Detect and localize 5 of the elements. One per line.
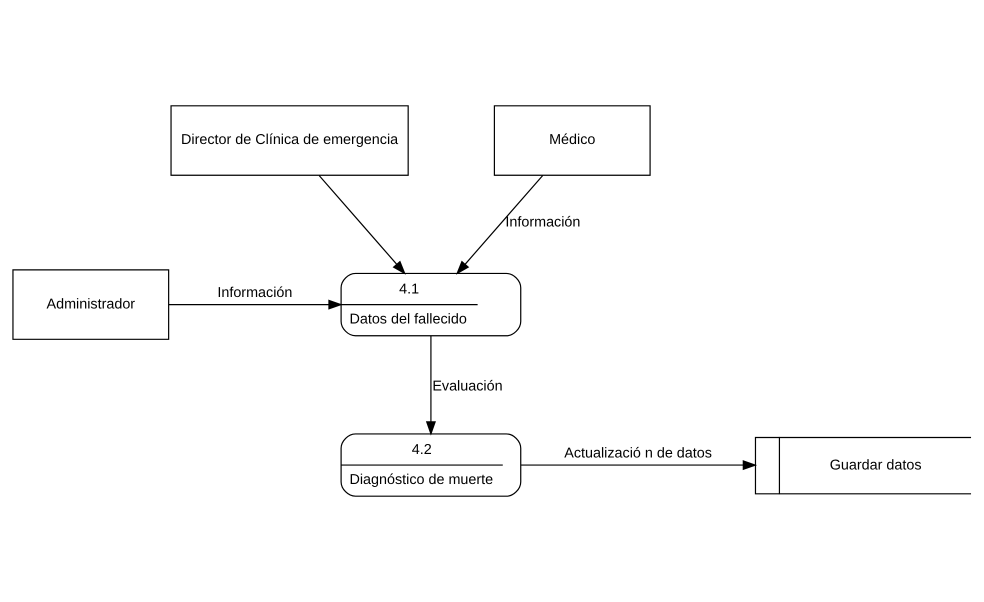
edge-label: Información xyxy=(217,284,292,301)
node-text: Guardar datos xyxy=(830,457,922,474)
edge-label: Actualizació n de datos xyxy=(564,445,712,462)
edge-label: Evaluación xyxy=(432,378,503,394)
edge-label: Información xyxy=(505,214,580,230)
